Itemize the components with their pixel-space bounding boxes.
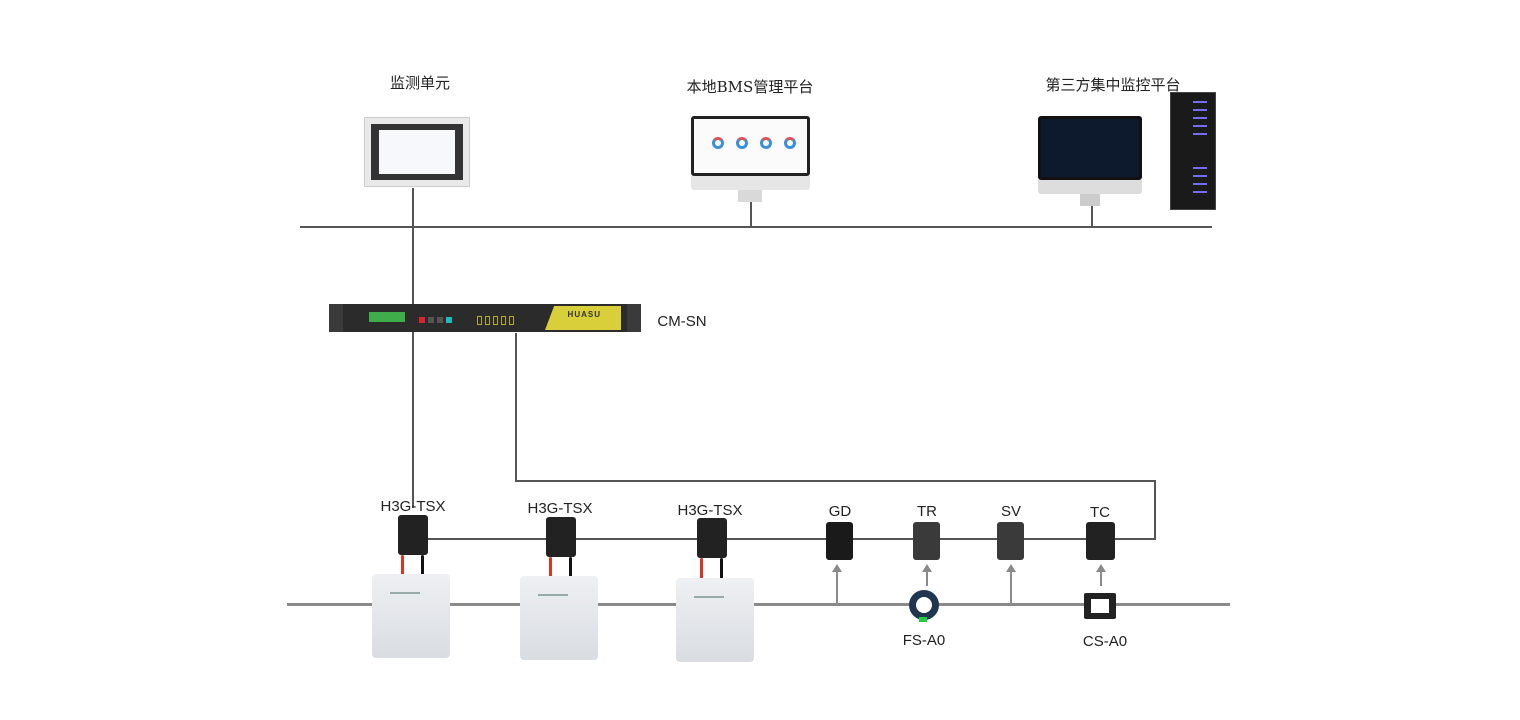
battery-module-label: H3G-TSX: [527, 500, 593, 517]
donut-gauge: [712, 137, 724, 149]
h3g-tsx-module: [697, 518, 727, 558]
donut-gauge: [784, 137, 796, 149]
arrow-up-icon: [1096, 564, 1106, 572]
gd-module: [826, 522, 853, 560]
sv-module: [997, 522, 1024, 560]
touchscreen-monitor-unit: [364, 117, 470, 187]
third-party-link: [1091, 206, 1093, 227]
arrow-up-icon: [1006, 564, 1016, 572]
positive-wire: [700, 558, 703, 586]
bus-module-label: GD: [828, 503, 852, 520]
battery-cell: [520, 576, 598, 660]
battery-string-line: [287, 603, 1230, 606]
bus-module-label: TR: [917, 503, 937, 520]
negative-wire: [720, 558, 723, 586]
cs-a0-current-sensor: [1080, 591, 1120, 621]
battery-module-label: H3G-TSX: [677, 502, 743, 519]
battery-module-label: H3G-TSX: [380, 498, 446, 515]
donut-gauge: [760, 137, 772, 149]
signal-arrow-shaft: [836, 572, 838, 604]
bus-module-label: TC: [1090, 504, 1110, 521]
controller-bus-link: [1154, 480, 1156, 539]
negative-wire: [421, 555, 424, 583]
network-bus-line: [300, 226, 1212, 228]
cm-sn-controller: HUASU: [329, 304, 641, 332]
battery-cell: [676, 578, 754, 662]
signal-arrow-shaft: [1010, 572, 1012, 604]
sensor-label: FS-A0: [902, 632, 946, 649]
local-bms-monitor: [691, 116, 810, 202]
module-daisy-chain: [412, 538, 1156, 540]
cm-sn-label: CM-SN: [657, 313, 707, 330]
controller-bus-link: [515, 333, 517, 481]
h3g-tsx-module: [546, 517, 576, 557]
tr-module: [913, 522, 940, 560]
sensor-label: CS-A0: [1082, 633, 1128, 650]
third-party-monitor: [1038, 116, 1142, 206]
bms-link: [750, 202, 752, 227]
controller-bus-link: [515, 480, 1156, 482]
signal-arrow-shaft: [926, 572, 928, 586]
monitor-unit-link: [412, 188, 414, 508]
brand-logo: HUASU: [567, 310, 601, 319]
h3g-tsx-module: [398, 515, 428, 555]
positive-wire: [549, 557, 552, 585]
positive-wire: [401, 555, 404, 583]
monitor-unit-label: 监测单元: [389, 74, 451, 92]
signal-arrow-shaft: [1100, 572, 1102, 586]
tc-module: [1086, 522, 1115, 560]
bus-module-label: SV: [1000, 503, 1022, 520]
negative-wire: [569, 557, 572, 585]
battery-cell: [372, 574, 450, 658]
donut-gauge: [736, 137, 748, 149]
arrow-up-icon: [922, 564, 932, 572]
server-rack: [1170, 92, 1216, 210]
fs-a0-current-sensor: [905, 590, 943, 624]
arrow-up-icon: [832, 564, 842, 572]
third-party-platform-label: 第三方集中监控平台: [1045, 76, 1181, 94]
local-bms-label: 本地BMS管理平台: [686, 78, 814, 96]
